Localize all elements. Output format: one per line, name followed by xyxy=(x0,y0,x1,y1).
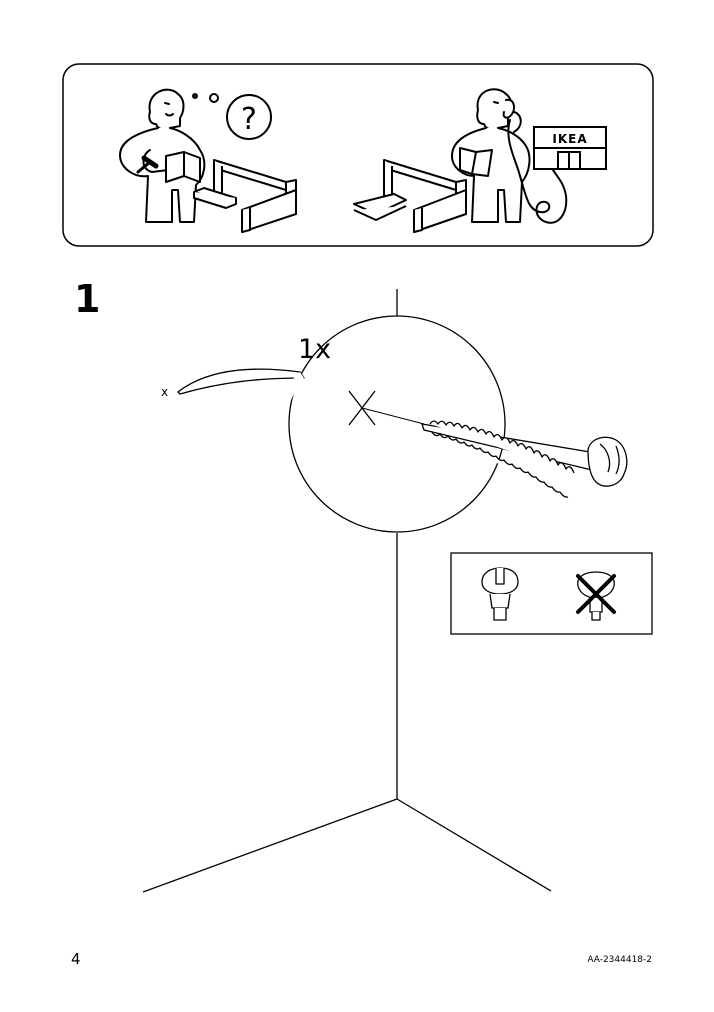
help-panel-frame xyxy=(62,63,654,247)
store-sign-text: IKEA xyxy=(552,132,587,146)
screw-head-inset-frame xyxy=(450,552,653,635)
page-number: 4 xyxy=(71,950,81,968)
ikea-store-icon: IKEA xyxy=(533,126,607,170)
part-marker-label: x xyxy=(161,385,169,399)
screw-icon xyxy=(421,420,628,498)
person-calling-store-icon xyxy=(451,88,568,224)
document-code: AA-2344418-2 xyxy=(587,955,652,965)
thought-dot-icon xyxy=(209,93,219,103)
detail-magnifier-circle xyxy=(288,315,506,533)
question-mark-text: ? xyxy=(241,102,257,137)
step-number: 1 xyxy=(74,277,101,321)
screw-head-correct-icon xyxy=(481,567,519,621)
screw-axis-line xyxy=(361,407,425,425)
cross-out-icon xyxy=(576,574,616,614)
wall-corner-lines xyxy=(142,289,552,893)
confused-person-icon xyxy=(119,88,206,223)
furniture-panels-right-icon xyxy=(353,159,467,233)
quantity-label: 1x xyxy=(298,334,332,365)
screw-head-incorrect-icon xyxy=(577,571,615,621)
thought-dot-icon xyxy=(192,93,198,99)
question-bubble-icon xyxy=(226,94,272,140)
furniture-panels-left-icon xyxy=(193,159,297,233)
callout-pointer xyxy=(177,368,305,395)
